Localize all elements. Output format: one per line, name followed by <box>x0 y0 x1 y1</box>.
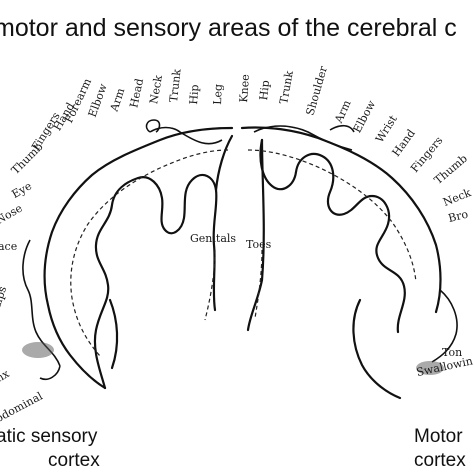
motor-face <box>431 289 458 363</box>
label-face: ace <box>0 240 18 253</box>
sensory-dashed-boundary <box>70 149 229 357</box>
motor-cortex-gyri <box>259 138 406 334</box>
label-hip-motor: Hip <box>257 79 273 101</box>
motor-dashed-boundary <box>247 149 417 283</box>
label-knee: Knee <box>237 73 252 103</box>
sensory-caption-line2: cortex <box>48 450 100 471</box>
diagram-title: motor and sensory areas of the cerebral … <box>0 14 457 42</box>
sensory-cortex-outline <box>43 126 234 390</box>
sensory-face <box>22 239 61 381</box>
motor-caption-line1: Motor <box>414 426 463 447</box>
label-leg: Leg <box>211 83 225 105</box>
sensory-cortex-gyri <box>93 173 218 390</box>
motor-caption-line2: cortex <box>414 450 466 471</box>
sensory-homunculus-body <box>145 119 223 145</box>
motor-homunculus-body <box>253 124 355 151</box>
sensory-caption-line1: atic sensory <box>0 426 98 447</box>
label-tongue: Ton <box>442 346 463 359</box>
label-toes: Toes <box>246 238 272 251</box>
label-genitals: Genitals <box>190 232 237 245</box>
label-hip-sensory: Hip <box>187 83 202 105</box>
motor-cortex-outline <box>240 126 442 314</box>
